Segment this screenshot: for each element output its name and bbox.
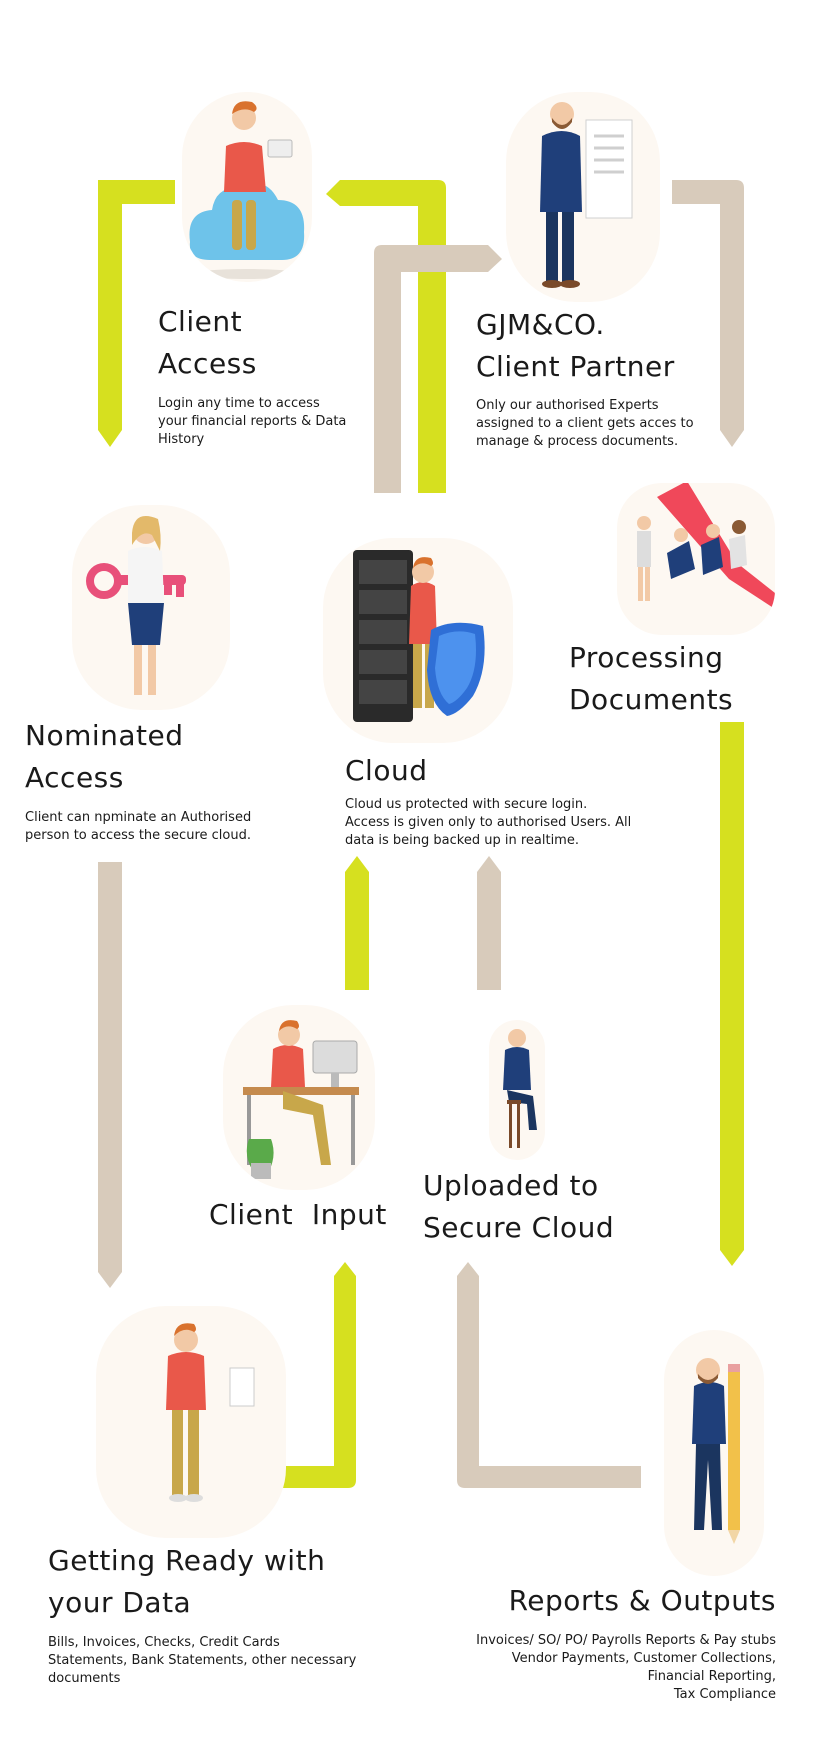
client-partner-title-line2: Client Partner bbox=[476, 350, 675, 383]
cloud-illustration bbox=[323, 538, 513, 743]
uploaded-illustration bbox=[489, 1020, 545, 1160]
flow-arrow-reports-to-uploaded bbox=[457, 1262, 641, 1488]
processing-documents-title-line1: Processing bbox=[569, 641, 724, 674]
cloud-description: Cloud us protected with secure login. Ac… bbox=[345, 797, 632, 848]
client-partner-description: Only our authorised Experts assigned to … bbox=[476, 398, 694, 449]
client-input-title: Client Input bbox=[209, 1194, 387, 1236]
client-partner-illustration bbox=[506, 92, 660, 302]
man-on-stool-icon bbox=[503, 1029, 537, 1148]
flow-arrow-cloud-to-access bbox=[326, 180, 446, 493]
man-with-pencil-icon bbox=[692, 1358, 740, 1544]
person-at-desk-computer-icon bbox=[243, 1020, 359, 1179]
client-access-title-line2: Access bbox=[158, 347, 257, 380]
uploaded-title-line2: Secure Cloud bbox=[423, 1211, 615, 1244]
nominated-access-illustration bbox=[72, 505, 230, 710]
team-pushing-arrow-icon bbox=[637, 483, 775, 609]
nominated-access-title-line1: Nominated bbox=[25, 719, 184, 752]
uploaded-title: Uploaded to Secure Cloud bbox=[423, 1165, 614, 1249]
woman-with-key-icon bbox=[86, 516, 186, 695]
cloud-title-line1: Cloud bbox=[345, 754, 428, 787]
flow-arrow-processing-to-reports bbox=[720, 722, 744, 1266]
getting-ready-title: Getting Ready with your Data bbox=[48, 1540, 325, 1624]
flow-arrow-client-access bbox=[98, 180, 175, 447]
flow-arrow-cloud-to-partner bbox=[374, 245, 502, 493]
server-rack-and-shield-icon bbox=[353, 550, 485, 722]
nominated-access-title-line2: Access bbox=[25, 761, 124, 794]
uploaded-title-line1: Uploaded to bbox=[423, 1169, 599, 1202]
flow-arrow-ready-to-input bbox=[278, 1262, 356, 1488]
processing-documents-title: Processing Documents bbox=[569, 637, 733, 721]
flow-arrow-nominated-to-ready bbox=[98, 862, 122, 1288]
client-input-title-line1: Client Input bbox=[209, 1198, 387, 1231]
cloud-title: Cloud bbox=[345, 750, 427, 792]
client-partner-title: GJM&CO. Client Partner bbox=[476, 304, 675, 388]
flow-arrow-uploaded-to-cloud bbox=[477, 856, 501, 990]
businessman-with-document-icon bbox=[540, 102, 633, 288]
client-access-description: Login any time to access your financial … bbox=[158, 396, 347, 447]
flow-arrow-input-to-cloud bbox=[345, 856, 369, 990]
nominated-access-title: Nominated Access bbox=[25, 715, 184, 799]
getting-ready-illustration bbox=[96, 1306, 286, 1538]
reports-outputs-illustration bbox=[664, 1330, 764, 1576]
getting-ready-title-line2: your Data bbox=[48, 1586, 192, 1619]
client-input-illustration bbox=[223, 1005, 375, 1190]
nominated-access-description: Client can npminate an Authorised person… bbox=[25, 810, 252, 843]
client-access-title: Client Access bbox=[158, 301, 257, 385]
client-access-illustration bbox=[182, 92, 312, 282]
processing-documents-illustration bbox=[617, 483, 775, 635]
client-partner-title-line1: GJM&CO. bbox=[476, 308, 605, 341]
flow-arrow-partner-to-processing bbox=[672, 180, 744, 447]
reports-outputs-title: Reports & Outputs bbox=[509, 1580, 776, 1622]
getting-ready-description: Bills, Invoices, Checks, Credit Cards St… bbox=[48, 1635, 357, 1686]
reports-outputs-title-line1: Reports & Outputs bbox=[508, 1584, 776, 1617]
man-holding-paper-icon bbox=[166, 1323, 255, 1502]
person-on-cloud-with-laptop-icon bbox=[189, 101, 305, 279]
processing-documents-title-line2: Documents bbox=[569, 683, 734, 716]
client-access-title-line1: Client bbox=[158, 305, 243, 338]
getting-ready-title-line1: Getting Ready with bbox=[48, 1544, 326, 1577]
reports-outputs-description: Invoices/ SO/ PO/ Payrolls Reports & Pay… bbox=[476, 1633, 776, 1702]
